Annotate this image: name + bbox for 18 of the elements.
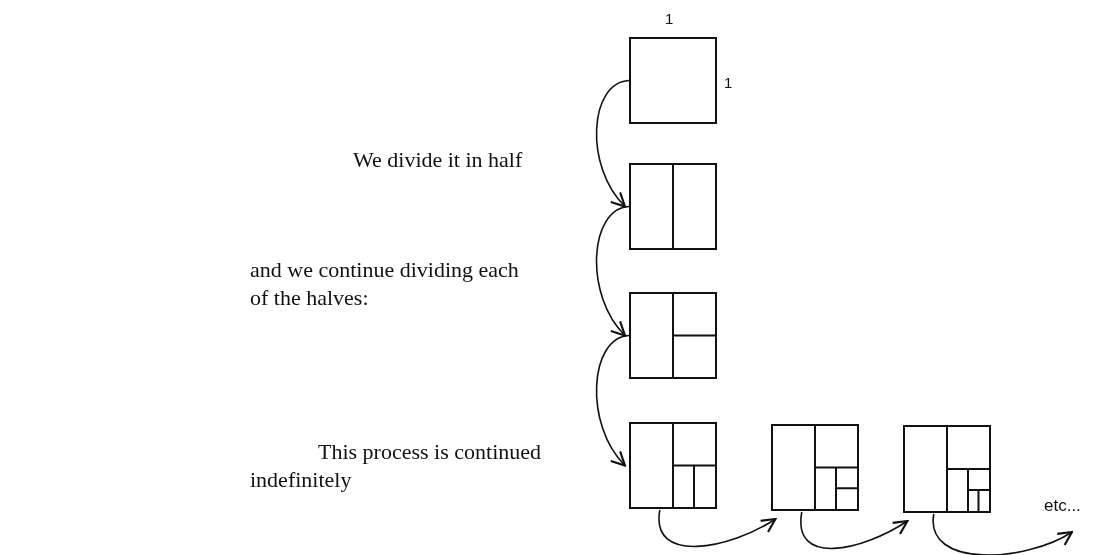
subdivided-square — [903, 425, 991, 513]
subdivided-square — [629, 163, 717, 250]
subdivided-square — [629, 37, 717, 124]
caption-text: This process is continued indefinitely — [250, 438, 543, 494]
caption-text: and we continue dividing each of the halves: — [250, 256, 520, 312]
continuation-text: etc... — [1044, 496, 1081, 515]
curved-arrow — [595, 205, 630, 337]
curved-arrow — [595, 334, 630, 467]
subdivided-square — [771, 424, 859, 511]
dimension-label: 1 — [665, 10, 674, 27]
subdivided-square — [629, 422, 717, 509]
caption-text: We divide it in half — [353, 146, 523, 174]
curved-arrow — [800, 511, 909, 550]
dimension-label: 1 — [724, 74, 733, 91]
curved-arrow — [595, 79, 630, 208]
curved-arrow — [932, 513, 1074, 555]
subdivided-square — [629, 292, 717, 379]
curved-arrow — [658, 509, 777, 548]
